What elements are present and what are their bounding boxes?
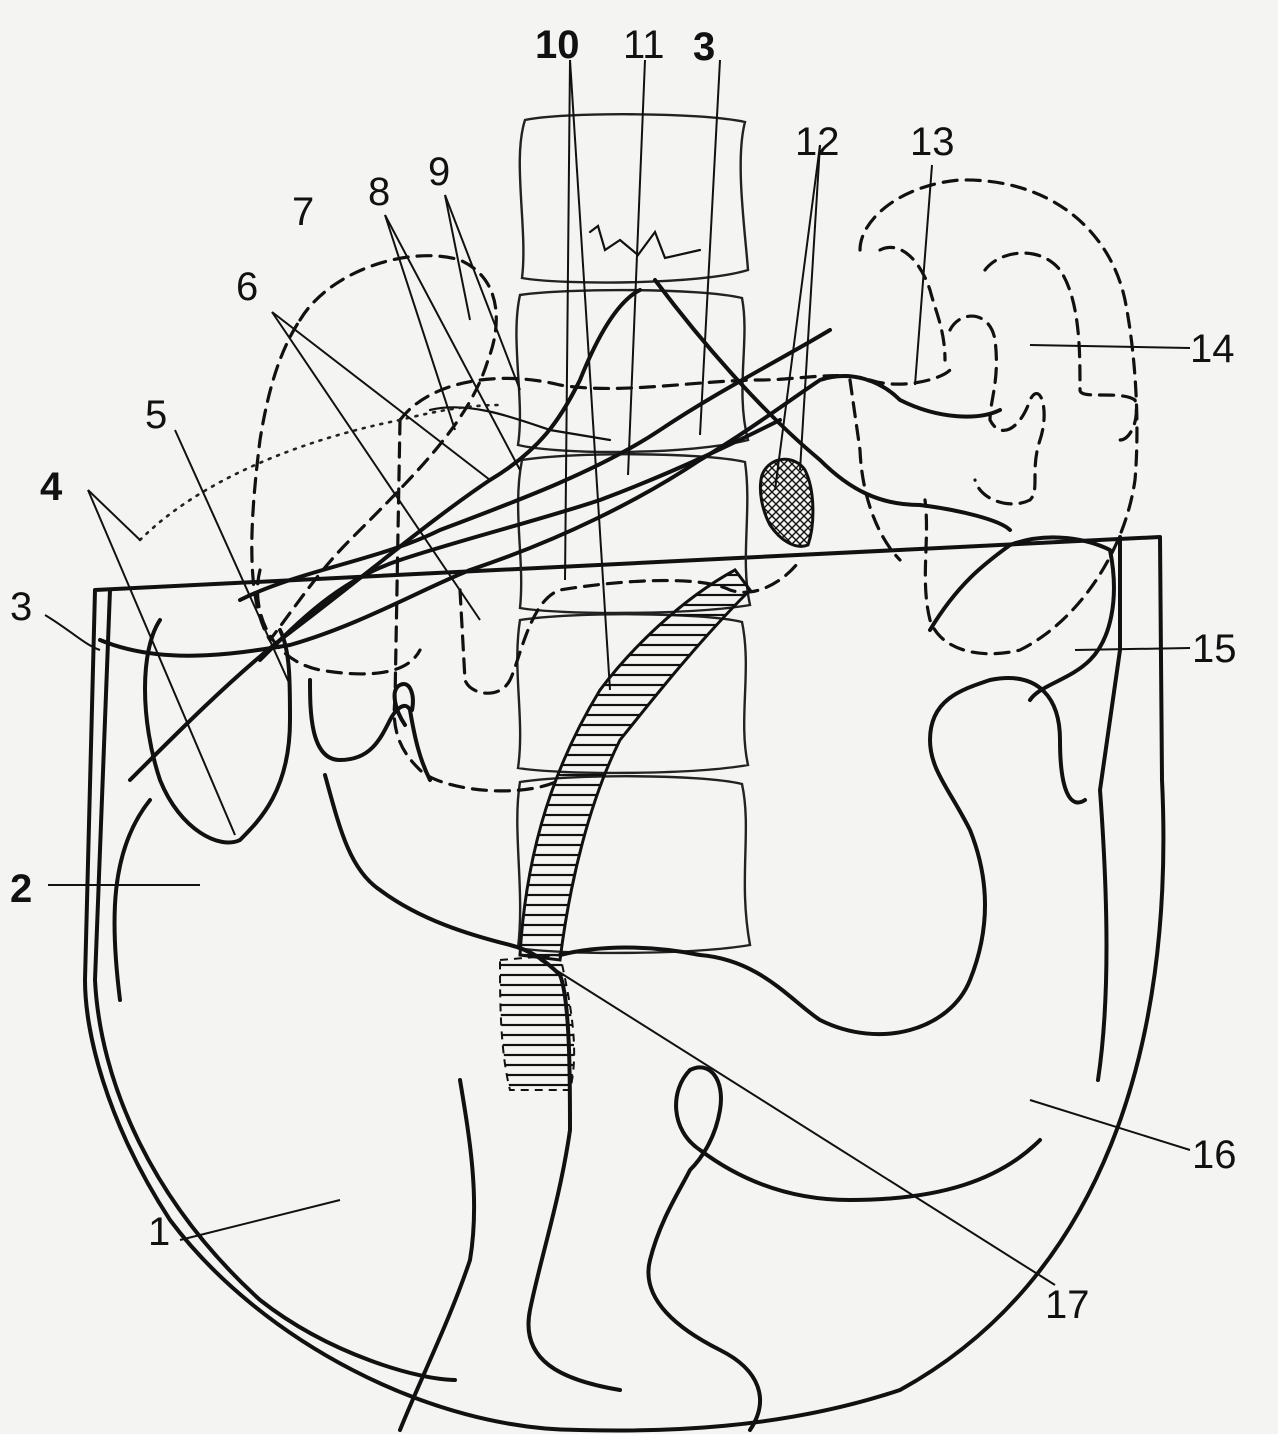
label-1: 1 [148,1210,170,1254]
label-5: 5 [145,393,167,437]
label-12: 12 [795,120,840,164]
label-4: 4 [40,465,63,509]
loop-lower-right [676,1070,1040,1200]
label-7: 7 [292,190,314,234]
loop-right-deep [560,678,1085,1034]
loop-dashed-3 [880,247,945,360]
vessel-diagonal [655,280,1010,530]
loop-right-upper [930,537,1114,700]
label-3-left: 3 [10,585,32,629]
label-8: 8 [368,170,390,214]
label-3-top: 3 [693,25,715,69]
label-15: 15 [1192,627,1237,671]
loop-left-lobe [114,800,150,1000]
label-16: 16 [1192,1133,1237,1177]
label-11: 11 [623,23,665,67]
loop-lower-mid [648,1067,760,1430]
loop-dashed-2 [850,380,900,560]
label-17: 17 [1045,1283,1090,1327]
label-2: 2 [10,867,32,911]
duodenum-dashed [394,420,560,791]
label-13: 13 [910,120,955,164]
label-14: 14 [1190,327,1235,371]
gland-dashed-outline [400,370,950,420]
crosshatched-structure [760,459,812,546]
label-9: 9 [428,150,450,194]
label-6: 6 [236,265,258,309]
hatched-vessel [520,570,750,960]
label-10: 10 [535,23,580,67]
